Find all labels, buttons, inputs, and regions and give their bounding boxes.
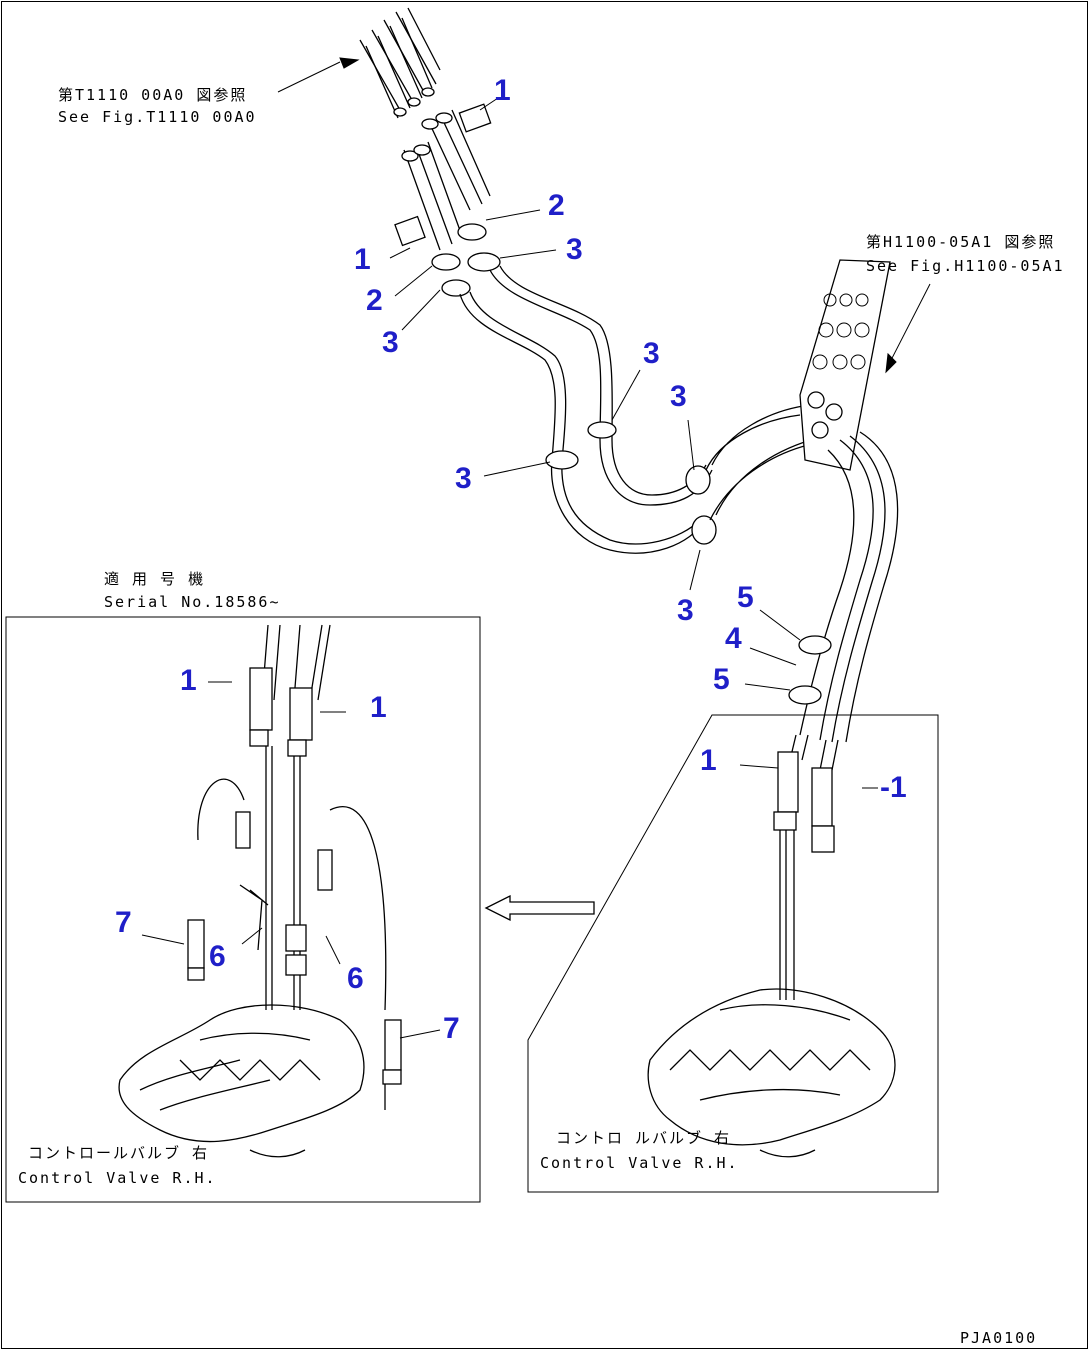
serial-en: Serial No.18586~ <box>104 593 281 611</box>
valve-left-jp: コントロールバルブ 右 <box>28 1144 209 1162</box>
valve-right-en: Control Valve R.H. <box>540 1154 739 1172</box>
detail-arrow-icon <box>484 894 595 922</box>
ref-top-jp: 第T1110 00A0 図参照 <box>58 86 247 104</box>
callout-2: 2 <box>366 284 383 317</box>
callout-3: 3 <box>643 337 660 370</box>
valve-right-jp: コントロ ルバルブ 右 <box>556 1129 731 1147</box>
callout-1: 1 <box>700 744 717 777</box>
valve-left-en: Control Valve R.H. <box>18 1169 217 1187</box>
callout-1: 1 <box>370 691 387 724</box>
ref-right-en: See Fig.H1100-05A1 <box>866 257 1065 275</box>
callout-1: 1 <box>494 74 511 107</box>
callout-5: 5 <box>713 663 730 696</box>
detail-right-assembly <box>647 734 896 1158</box>
serial-jp: 適 用 号 機 <box>104 570 205 588</box>
drawing-id: PJA0100 <box>960 1329 1037 1347</box>
ref-top-en: See Fig.T1110 00A0 <box>58 108 257 126</box>
detail-box-left <box>5 616 481 1203</box>
upper-hose-assembly <box>394 103 819 554</box>
callout-1: -1 <box>880 771 907 804</box>
callout-6: 6 <box>347 962 364 995</box>
callout-2: 2 <box>548 189 565 222</box>
solenoid-valve-block <box>799 259 891 471</box>
lower-hose-run <box>788 431 899 743</box>
callout-3: 3 <box>670 380 687 413</box>
callout-6: 6 <box>209 940 226 973</box>
callout-3: 3 <box>455 462 472 495</box>
callout-3: 3 <box>382 326 399 359</box>
detail-box-right <box>527 714 939 1193</box>
hose-bundle-top <box>359 7 441 119</box>
callout-4: 4 <box>725 622 742 655</box>
callout-3: 3 <box>677 594 694 627</box>
callout-5: 5 <box>737 581 754 614</box>
callout-3: 3 <box>566 233 583 266</box>
callout-1: 1 <box>180 664 197 697</box>
ref-right-jp: 第H1100-05A1 図参照 <box>866 233 1055 251</box>
callout-7: 7 <box>115 906 132 939</box>
detail-left-assembly <box>118 624 402 1158</box>
callout-7: 7 <box>443 1012 460 1045</box>
leader-lines <box>141 57 931 1039</box>
callout-1: 1 <box>354 243 371 276</box>
